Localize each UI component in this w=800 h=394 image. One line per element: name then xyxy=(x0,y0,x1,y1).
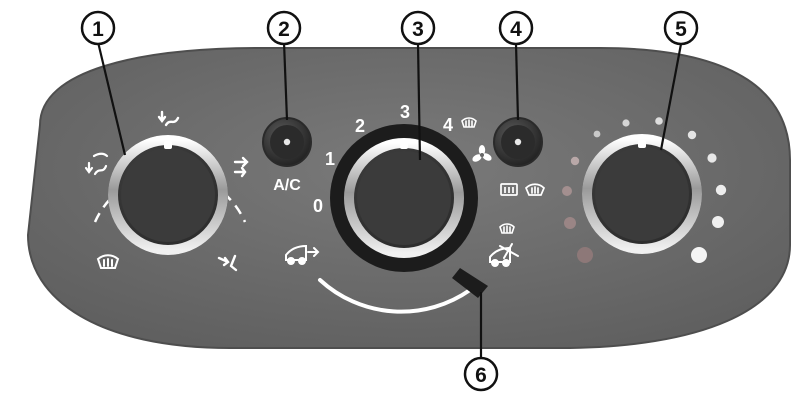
temperature-dot xyxy=(655,117,663,125)
callout-line-4 xyxy=(514,43,520,121)
callout-3: 3 xyxy=(400,10,436,46)
temperature-dot xyxy=(712,216,724,228)
air-distribution-dial-group xyxy=(84,110,249,272)
temperature-dot xyxy=(707,153,717,163)
face-vent-icon xyxy=(157,110,180,127)
rear-defrost-button-group xyxy=(493,117,546,196)
temperature-dot xyxy=(687,130,697,140)
fan-speed-label-0: 0 xyxy=(313,196,323,216)
temperature-pointer xyxy=(638,140,646,148)
ac-indicator-light xyxy=(283,138,291,146)
recirculation-car-icon xyxy=(489,243,519,267)
temperature-scale-dots xyxy=(562,117,727,263)
recirculation-defrost-icon xyxy=(499,223,515,234)
temperature-dot xyxy=(562,186,572,196)
temperature-dot xyxy=(622,119,630,127)
ac-button-group: A/C xyxy=(262,117,312,194)
fan-speed-label-4: 4 xyxy=(443,115,453,135)
callout-label-5: 5 xyxy=(675,18,687,41)
windscreen-defrost-icon xyxy=(524,183,546,196)
fan-speed-label-3: 3 xyxy=(400,102,410,122)
callout-line-2 xyxy=(282,41,289,121)
callout-line-1 xyxy=(96,41,127,156)
max-defrost-icon xyxy=(461,117,477,128)
windscreen-defrost-icon xyxy=(96,254,120,269)
temperature-dot xyxy=(715,184,727,196)
temperature-dot xyxy=(564,217,576,229)
air-recirculation-arc xyxy=(318,278,472,314)
fan-speed-dial-group: 0 1 2 3 4 xyxy=(285,102,519,314)
temperature-dot xyxy=(593,130,601,138)
temperature-chrome-ring xyxy=(582,134,702,254)
callout-4: 4 xyxy=(498,10,534,46)
callout-line-5 xyxy=(659,43,683,151)
callout-label-6: 6 xyxy=(475,364,487,387)
callout-label-2: 2 xyxy=(278,18,290,41)
fan-speed-pointer xyxy=(400,141,408,149)
callout-2: 2 xyxy=(266,10,302,46)
fan-speed-label-1: 1 xyxy=(325,149,335,169)
feet-vent-icon xyxy=(217,254,238,272)
callout-label-4: 4 xyxy=(510,18,522,41)
callout-label-3: 3 xyxy=(412,18,424,41)
callout-label-1: 1 xyxy=(92,18,104,41)
air-distribution-chrome-ring xyxy=(108,135,228,255)
callout-6: 6 xyxy=(463,356,499,392)
temperature-dot xyxy=(691,247,707,263)
rear-defrost-indicator-light xyxy=(514,138,522,146)
air-distribution-knob-face xyxy=(121,148,215,242)
feet-defrost-vent-icon xyxy=(84,152,109,176)
temperature-dial-group xyxy=(562,117,727,263)
fan-speed-knob-lever[interactable] xyxy=(452,268,488,298)
air-distribution-pointer xyxy=(164,141,172,149)
rear-window-defrost-icon xyxy=(500,183,518,196)
face-feet-vent-icon xyxy=(233,156,249,178)
fresh-air-car-icon xyxy=(285,244,320,265)
ac-button-label: A/C xyxy=(273,177,301,194)
fan-speed-knob-face xyxy=(357,151,451,245)
temperature-dot xyxy=(577,247,593,263)
temperature-dot xyxy=(570,156,580,166)
callout-lines xyxy=(96,41,683,358)
temperature-knob-face xyxy=(595,147,689,241)
callout-1: 1 xyxy=(80,10,116,46)
fan-speed-label-2: 2 xyxy=(355,116,365,136)
callout-5: 5 xyxy=(663,10,699,46)
fan-icon xyxy=(472,145,492,162)
callout-line-3 xyxy=(416,43,422,161)
